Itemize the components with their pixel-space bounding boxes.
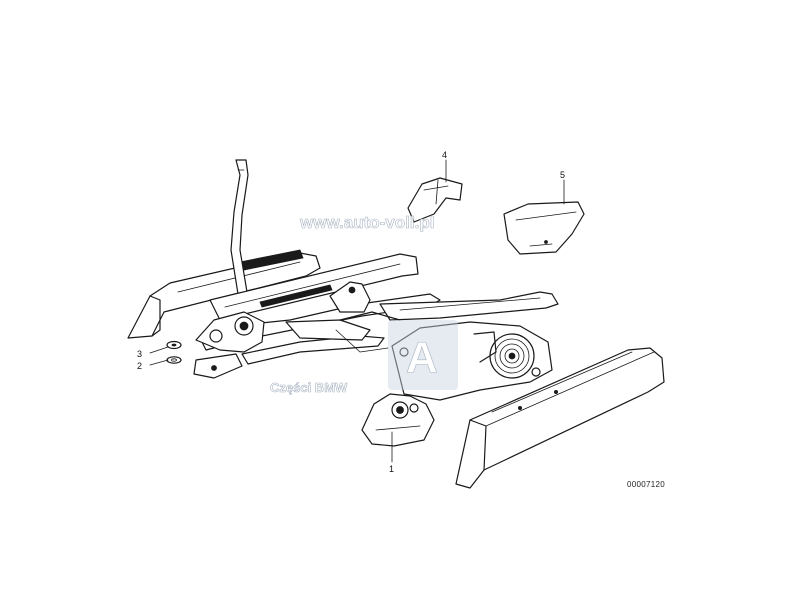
callout-5: 5	[560, 170, 565, 180]
watermark-logo	[388, 320, 458, 390]
diagram-reference-number: 00007120	[627, 480, 665, 489]
part-4-bracket	[407, 177, 463, 223]
callout-1: 1	[389, 464, 394, 474]
height-adjuster-mechanism	[391, 321, 553, 401]
washer-and-nut	[166, 340, 182, 364]
front-bracket	[361, 393, 435, 447]
callout-3: 3	[137, 349, 142, 359]
watermark-logo-letter: A	[406, 333, 438, 382]
left-mounting-bracket	[193, 311, 265, 379]
part-5-cover	[503, 201, 585, 255]
seat-frame	[199, 253, 559, 365]
watermark: A www.auto-voll.pl Części BMW	[270, 213, 458, 395]
callout-4: 4	[442, 150, 447, 160]
watermark-text: Części BMW	[270, 380, 348, 395]
callout-2: 2	[137, 361, 142, 371]
right-seat-rail	[455, 347, 665, 489]
watermark-url: www.auto-voll.pl	[299, 213, 434, 232]
callout-leaders	[149, 159, 565, 463]
